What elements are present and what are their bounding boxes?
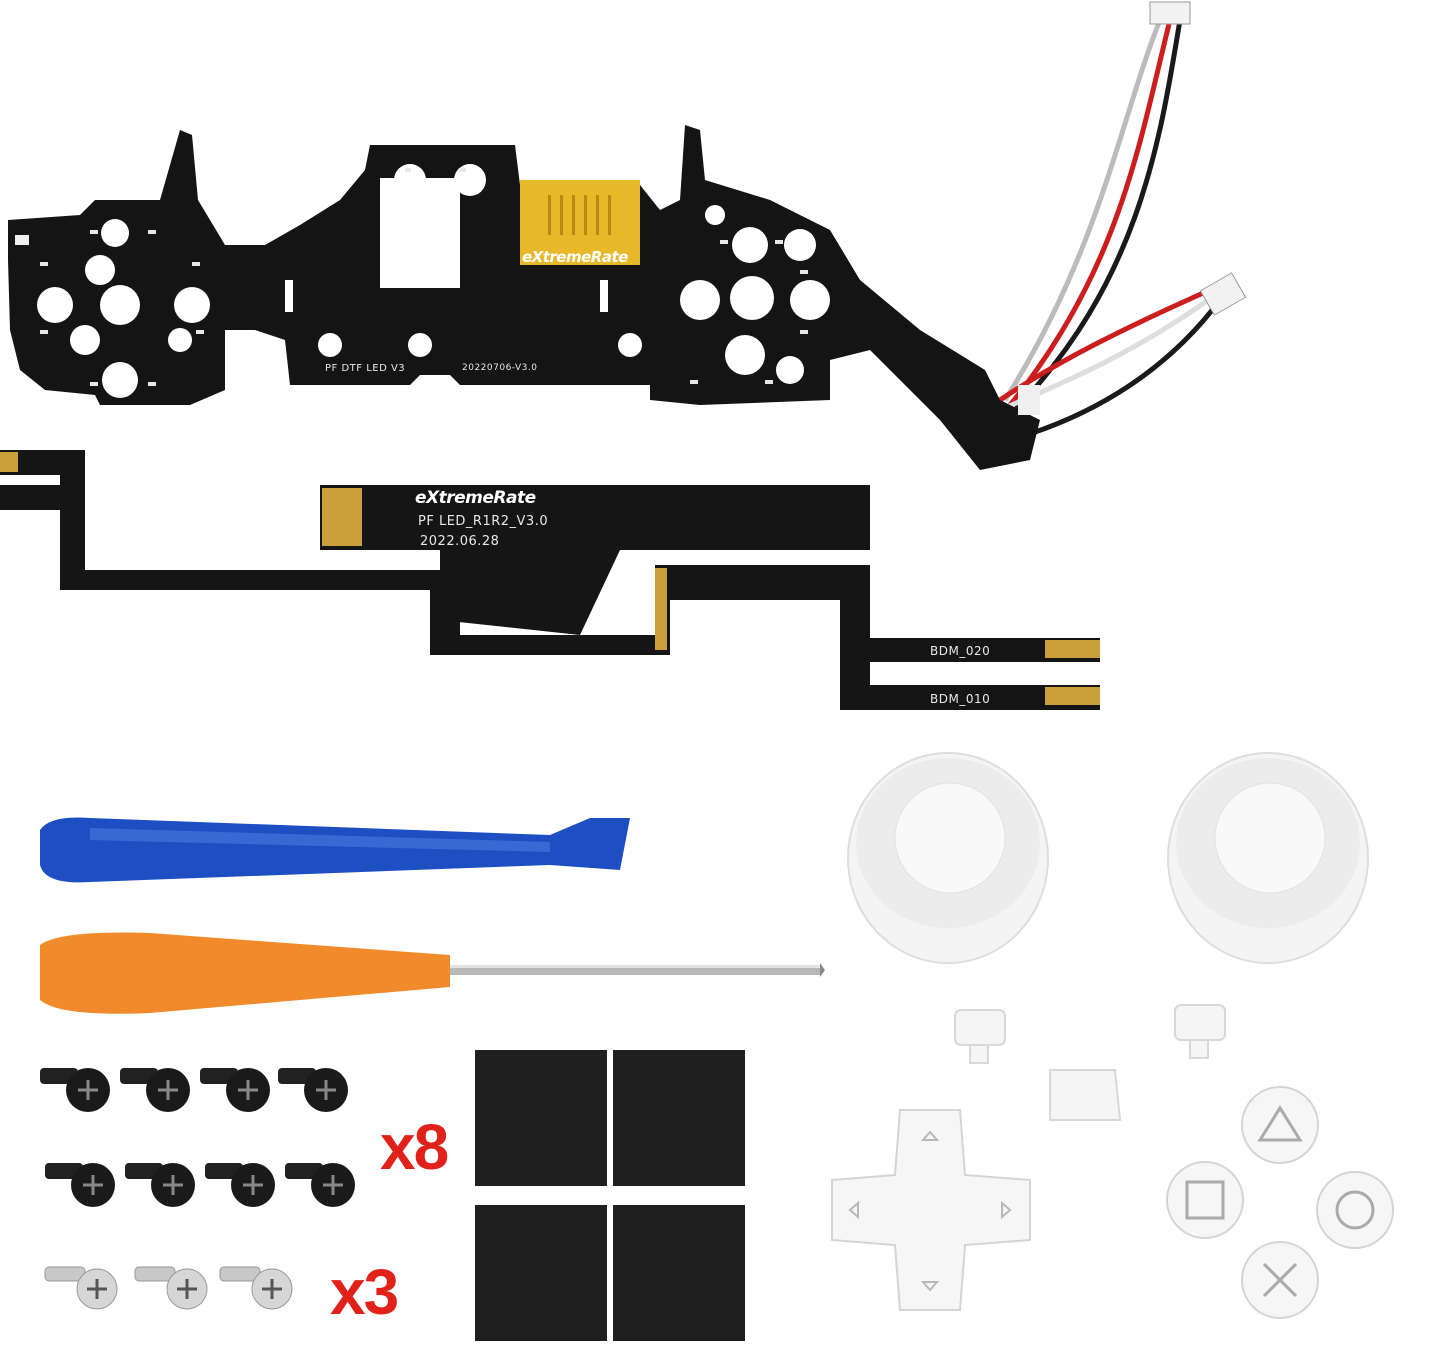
- dpad-arrow-icons: [848, 1130, 1012, 1292]
- share-button: [954, 1009, 1006, 1064]
- circle-button: [1316, 1171, 1394, 1249]
- main-board-drawing: [8, 1, 1247, 470]
- yellow-flex-tab: [520, 180, 640, 265]
- screws-black: [30, 1060, 370, 1230]
- thumbstick-left: [840, 748, 1060, 968]
- left-socket: [15, 235, 29, 245]
- pry-tool: [30, 810, 780, 890]
- pry-tool-drawing: [40, 817, 630, 883]
- gold-fingers-top: [322, 488, 362, 546]
- screwdriver-handle: [40, 932, 450, 1014]
- adhesive-pad: [613, 1050, 745, 1186]
- black-screws-quantity: x8: [380, 1111, 449, 1183]
- circle-icon: [1335, 1190, 1375, 1230]
- thumbstick-left-drawing: [847, 752, 1049, 964]
- cross-icon: [1262, 1262, 1298, 1298]
- center-window: [380, 178, 460, 288]
- connector-plug-top: [1149, 1, 1191, 25]
- screwdriver-shaft: [450, 965, 820, 975]
- adhesive-pad: [613, 1205, 745, 1341]
- flex-cable-date-label: 2022.06.28: [420, 534, 500, 549]
- board-outline: [8, 125, 1040, 470]
- gold-fingers-right: [1045, 640, 1100, 705]
- square-icon: [1185, 1180, 1225, 1220]
- screwdriver: [30, 925, 830, 1025]
- flex-cable-brand: eXtremeRate: [415, 488, 536, 508]
- main-board-model-label: PF DTF LED V3: [325, 363, 406, 374]
- button-set-drawing: [831, 1004, 1394, 1319]
- flex-cable-model-label: PF LED_R1R2_V3.0: [418, 514, 549, 529]
- flex-cable-drawing: [0, 450, 1100, 710]
- options-button: [1174, 1004, 1226, 1059]
- silver-screws-quantity: x3: [330, 1256, 399, 1328]
- thumbstick-right: [1160, 748, 1380, 968]
- square-button: [1166, 1161, 1244, 1239]
- button-set: [820, 990, 1420, 1340]
- home-button: [1049, 1069, 1122, 1121]
- connector-a-label: BDM_020: [930, 644, 991, 658]
- silver-screws-drawing: [43, 1265, 294, 1311]
- main-board-version-label: 20220706-V3.0: [462, 363, 538, 373]
- gold-fingers-mid: [655, 568, 667, 650]
- wire-harness: [998, 19, 1222, 443]
- black-screws-drawing: [38, 1066, 357, 1209]
- screws-silver: [40, 1250, 340, 1330]
- main-led-board: eXtremeRate PF DTF LED V3 20220706-V3.0: [0, 0, 1445, 480]
- triangle-icon: [1257, 1105, 1303, 1142]
- adhesive-pad: [475, 1050, 607, 1186]
- adhesive-pads: [475, 1050, 755, 1341]
- flex-contacts: [548, 195, 611, 235]
- flex-cable-body: [0, 450, 1100, 710]
- screwdriver-drawing: [40, 932, 825, 1014]
- triangle-button: [1241, 1086, 1319, 1164]
- adhesive-pad: [475, 1205, 607, 1341]
- main-board-brand: eXtremeRate: [522, 248, 628, 266]
- dpad: [831, 1109, 1031, 1311]
- connector-b-label: BDM_010: [930, 692, 991, 706]
- connector-plug-side: [1199, 272, 1247, 316]
- jst-socket: [1018, 385, 1040, 415]
- flex-ribbon-cable: eXtremeRate PF LED_R1R2_V3.0 2022.06.28 …: [0, 440, 1445, 730]
- left-button-holes: [37, 164, 642, 398]
- thumbstick-right-drawing: [1167, 752, 1369, 964]
- right-button-holes: [680, 205, 830, 384]
